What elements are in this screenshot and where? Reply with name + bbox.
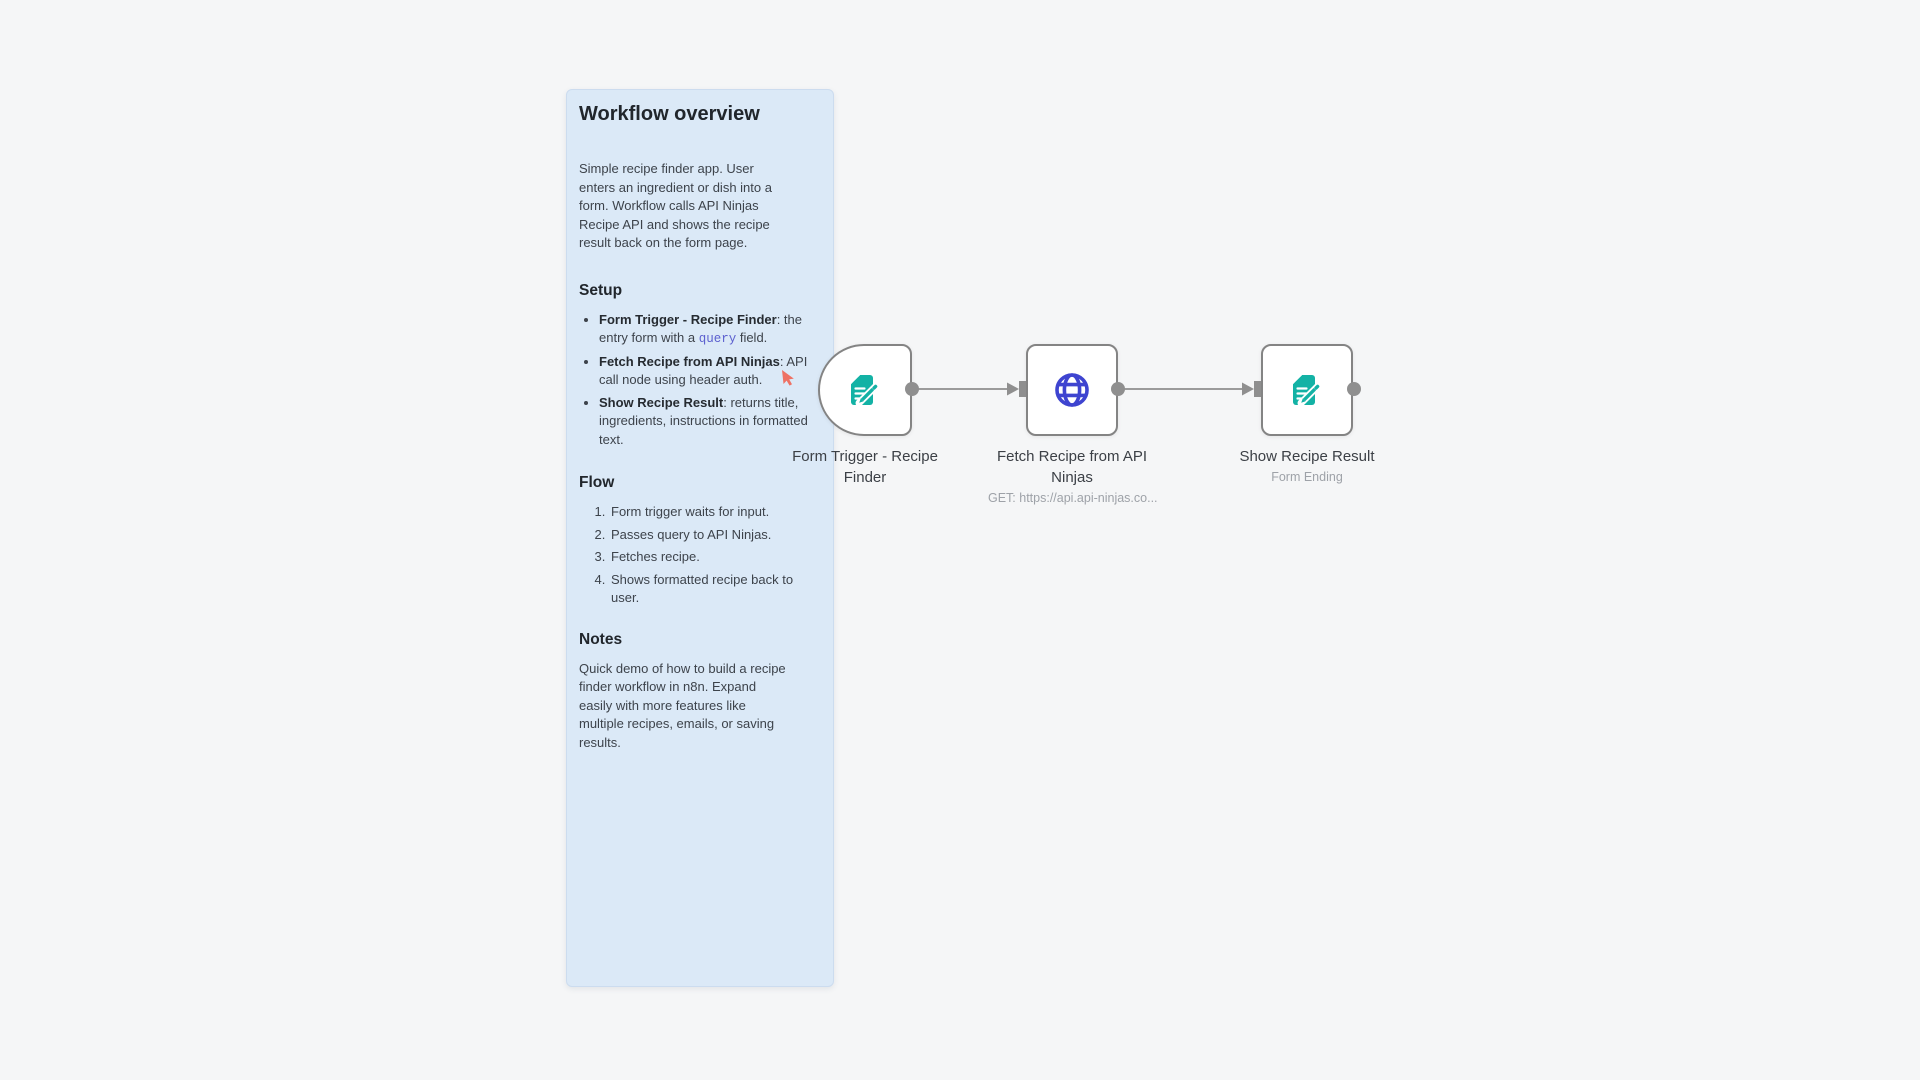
flow-list: Form trigger waits for input. Passes que… <box>579 503 821 608</box>
form-pencil-icon <box>1291 373 1322 407</box>
sticky-notes-heading: Notes <box>579 630 623 648</box>
sticky-notes-text: Quick demo of how to build a recipe find… <box>579 660 786 750</box>
mouse-cursor-icon <box>782 370 794 386</box>
setup-item-text: : API call node using header auth. <box>599 353 808 388</box>
connection-arrow-icon <box>1007 382 1019 396</box>
node-name: Form Trigger - Recipe Finder <box>792 448 938 486</box>
setup-item-text: : returns title, ingredients, instructio… <box>599 394 808 447</box>
output-connector[interactable] <box>1111 382 1125 396</box>
node-subtitle: Form Ending <box>1271 470 1343 484</box>
flow-step: Fetches recipe. <box>609 548 821 567</box>
setup-item: Form Trigger - Recipe Finder: the entry … <box>599 311 821 349</box>
sticky-flow-heading: Flow <box>579 474 615 491</box>
output-connector[interactable] <box>1347 382 1361 396</box>
globe-icon <box>1055 373 1089 407</box>
node-label-form-trigger: Form Trigger - Recipe Finder <box>785 446 945 488</box>
node-label-show-recipe-result: Show Recipe Result Form Ending <box>1239 446 1374 485</box>
sticky-setup-heading: Setup <box>579 281 623 299</box>
sticky-note-workflow-overview[interactable]: Workflow overview Simple recipe finder a… <box>566 89 834 987</box>
sticky-intro-text: Simple recipe finder app. User enters an… <box>579 161 772 250</box>
setup-item: Fetch Recipe from API Ninjas: API call n… <box>599 353 821 390</box>
setup-item-code: query <box>698 332 737 346</box>
node-name: Fetch Recipe from API Ninjas <box>996 448 1148 486</box>
node-name: Show Recipe Result <box>1239 448 1375 465</box>
sticky-title: Workflow overview <box>579 103 760 125</box>
setup-list: Form Trigger - Recipe Finder: the entry … <box>579 311 821 450</box>
connection-arrow-icon <box>1242 382 1254 396</box>
flow-step: Shows formatted recipe back to user. <box>609 571 821 608</box>
setup-item-bold: Fetch Recipe from API Ninjas <box>599 353 780 369</box>
setup-item: Show Recipe Result: returns title, ingre… <box>599 394 821 450</box>
setup-item-text: : the entry form with a <box>599 311 802 346</box>
node-form-trigger-recipe-finder[interactable] <box>818 344 912 436</box>
flow-step: Form trigger waits for input. <box>609 503 821 522</box>
node-show-recipe-result[interactable] <box>1261 344 1353 436</box>
node-fetch-recipe-from-api-ninjas[interactable] <box>1026 344 1118 436</box>
setup-item-bold: Show Recipe Result <box>599 394 724 410</box>
form-pencil-icon <box>849 373 880 407</box>
setup-item-bold: Form Trigger - Recipe Finder <box>599 311 777 327</box>
node-label-fetch-recipe: Fetch Recipe from API Ninjas GET: https:… <box>988 446 1158 506</box>
setup-item-text: field. <box>736 330 768 345</box>
node-subtitle: GET: https://api.api-ninjas.co... <box>988 491 1158 505</box>
input-connector[interactable] <box>1254 381 1261 397</box>
output-connector[interactable] <box>905 382 919 396</box>
flow-step: Passes query to API Ninjas. <box>609 526 821 545</box>
input-connector[interactable] <box>1019 381 1026 397</box>
